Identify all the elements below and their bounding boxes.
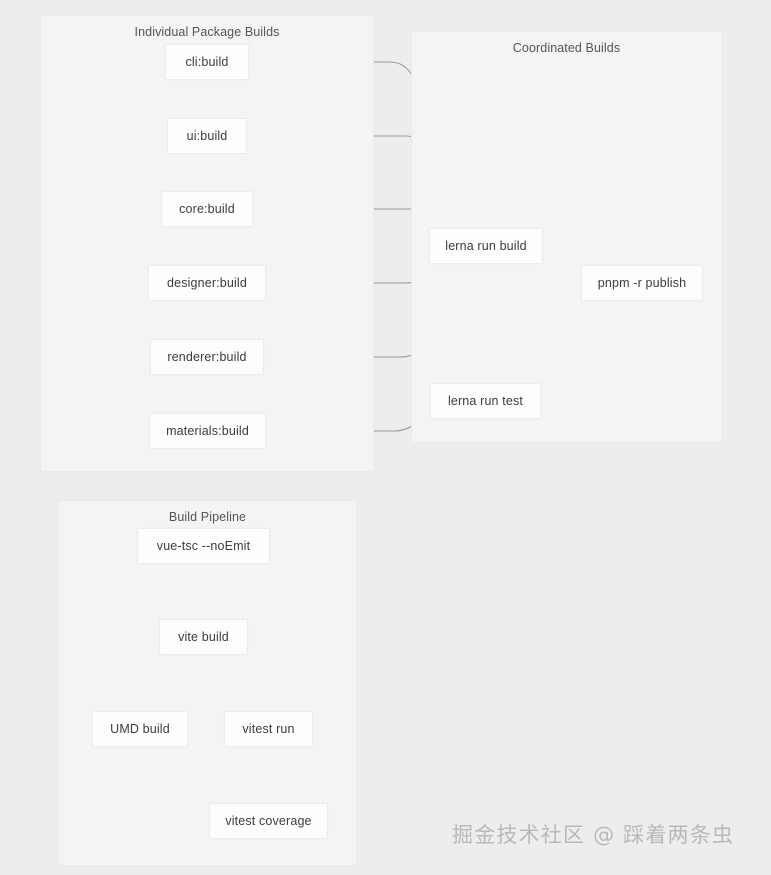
- node-label-lerna-run-build: lerna run build: [445, 239, 527, 253]
- node-vitest-coverage[interactable]: vitest coverage: [209, 803, 328, 839]
- node-label-vite-build: vite build: [178, 630, 229, 644]
- node-lerna-run-test[interactable]: lerna run test: [430, 383, 541, 419]
- subgraph-title-individual-package-builds: Individual Package Builds: [134, 25, 280, 39]
- node-materials-build[interactable]: materials:build: [149, 413, 266, 449]
- node-pnpm-r-publish[interactable]: pnpm -r publish: [581, 265, 703, 301]
- node-label-vitest-coverage: vitest coverage: [225, 814, 312, 828]
- subgraph-coordinated-builds: Coordinated Builds: [411, 31, 722, 443]
- node-label-vitest-run: vitest run: [242, 722, 295, 736]
- node-label-umd-build: UMD build: [110, 722, 170, 736]
- node-label-core-build: core:build: [179, 202, 235, 216]
- node-designer-build[interactable]: designer:build: [148, 265, 266, 301]
- node-vite-build[interactable]: vite build: [159, 619, 248, 655]
- node-cli-build[interactable]: cli:build: [165, 44, 249, 80]
- node-label-lerna-run-test: lerna run test: [447, 394, 524, 408]
- node-core-build[interactable]: core:build: [161, 191, 253, 227]
- subgraph-title-build-pipeline: Build Pipeline: [168, 510, 247, 524]
- node-label-materials-build: materials:build: [166, 424, 249, 438]
- node-label-ui-build: ui:build: [186, 129, 228, 143]
- node-label-cli-build: cli:build: [185, 55, 229, 69]
- watermark: 掘金技术社区 @ 踩着两条虫: [452, 823, 735, 847]
- node-lerna-run-build[interactable]: lerna run build: [429, 228, 543, 264]
- node-renderer-build[interactable]: renderer:build: [150, 339, 264, 375]
- node-vue-tsc-noemit[interactable]: vue-tsc --noEmit: [137, 528, 270, 564]
- node-label-designer-build: designer:build: [167, 276, 247, 290]
- subgraph-title-coordinated-builds: Coordinated Builds: [512, 41, 621, 55]
- node-label-pnpm-r-publish: pnpm -r publish: [597, 276, 687, 290]
- node-label-vue-tsc-noemit: vue-tsc --noEmit: [156, 539, 251, 553]
- node-label-renderer-build: renderer:build: [167, 350, 247, 364]
- node-ui-build[interactable]: ui:build: [167, 118, 247, 154]
- node-umd-build[interactable]: UMD build: [92, 711, 188, 747]
- subgraph-individual-package-builds: Individual Package Builds: [40, 15, 374, 472]
- node-vitest-run[interactable]: vitest run: [224, 711, 313, 747]
